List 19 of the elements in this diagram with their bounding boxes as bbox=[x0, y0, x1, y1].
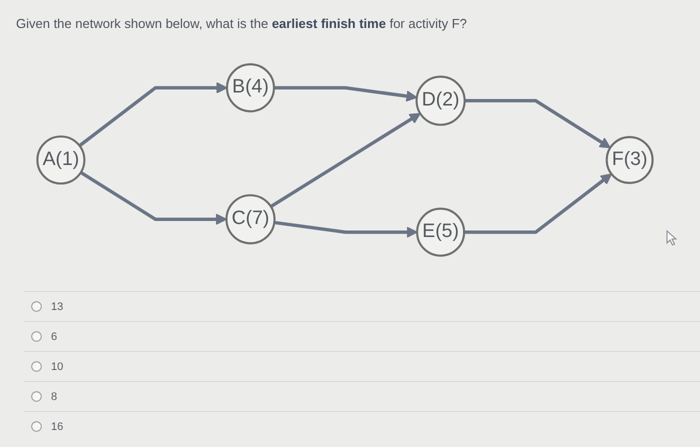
activity-circle: F(3) bbox=[606, 136, 654, 184]
answer-option: 6 bbox=[51, 330, 58, 342]
answer-option: 16 bbox=[51, 420, 64, 432]
answer-option: 8 bbox=[51, 390, 58, 402]
arrow bbox=[78, 82, 228, 148]
answer-option: 13 bbox=[51, 300, 64, 312]
arrow bbox=[80, 171, 227, 225]
activity-circle: D(2) bbox=[416, 76, 466, 126]
arrow bbox=[274, 86, 418, 102]
arrow bbox=[274, 220, 418, 238]
arrow bbox=[464, 173, 612, 234]
arrow bbox=[464, 99, 611, 148]
question-text: Given the network shown below, what is the earliest finish time for activity F? bbox=[16, 16, 467, 31]
activity-circle: B(4) bbox=[226, 63, 275, 112]
activity-circle: A(1) bbox=[36, 136, 86, 184]
arrow bbox=[270, 112, 421, 208]
activity-circle: C(7) bbox=[225, 194, 276, 244]
answer-option: 10 bbox=[51, 360, 64, 372]
activity-circle: E(5) bbox=[416, 208, 466, 257]
